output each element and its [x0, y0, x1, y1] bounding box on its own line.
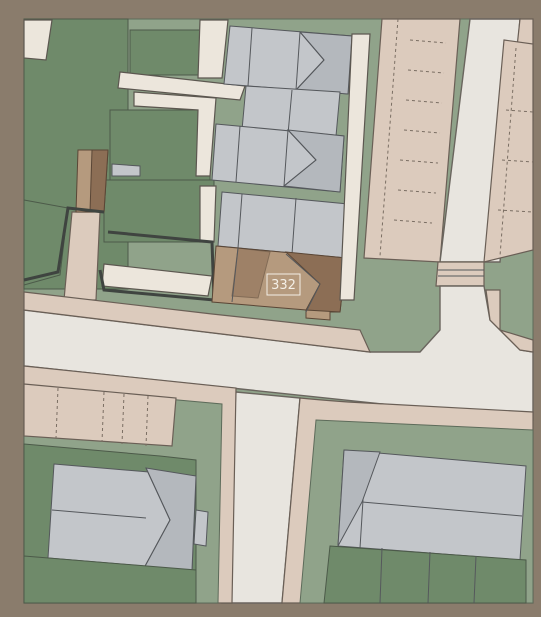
crossing-strip — [435, 261, 485, 287]
plot-label-box — [266, 273, 301, 296]
footpath-row-1 — [117, 71, 246, 101]
footpath-side — [199, 185, 217, 243]
bin-store — [111, 163, 141, 177]
map-content: 332 — [23, 18, 534, 604]
garden-corner — [23, 199, 69, 286]
parking-bays — [379, 18, 447, 257]
plot-number-label: 332 — [271, 278, 296, 293]
garden-south-west-front — [23, 555, 197, 604]
footpath-top-left — [23, 19, 53, 61]
footpath-top — [197, 19, 229, 79]
terrace-row-3 — [211, 123, 345, 193]
garden-fences-south-east — [379, 547, 477, 604]
pavement-east — [485, 289, 534, 353]
house-south-east — [337, 449, 527, 561]
footpath-terrace-side — [339, 33, 371, 301]
terrace-row-1 — [223, 25, 353, 95]
plot-332[interactable]: 332 — [211, 245, 347, 321]
footpath-row-2 — [133, 91, 217, 177]
house-south-west — [47, 463, 209, 571]
boundary-wall-left — [23, 206, 105, 282]
garden-lower — [103, 179, 215, 243]
garden-top — [129, 29, 211, 76]
pavement-north — [23, 291, 371, 353]
parking-bays-south-west — [55, 387, 149, 447]
parking-south-west — [23, 383, 177, 447]
parking-bays-east — [497, 47, 534, 257]
